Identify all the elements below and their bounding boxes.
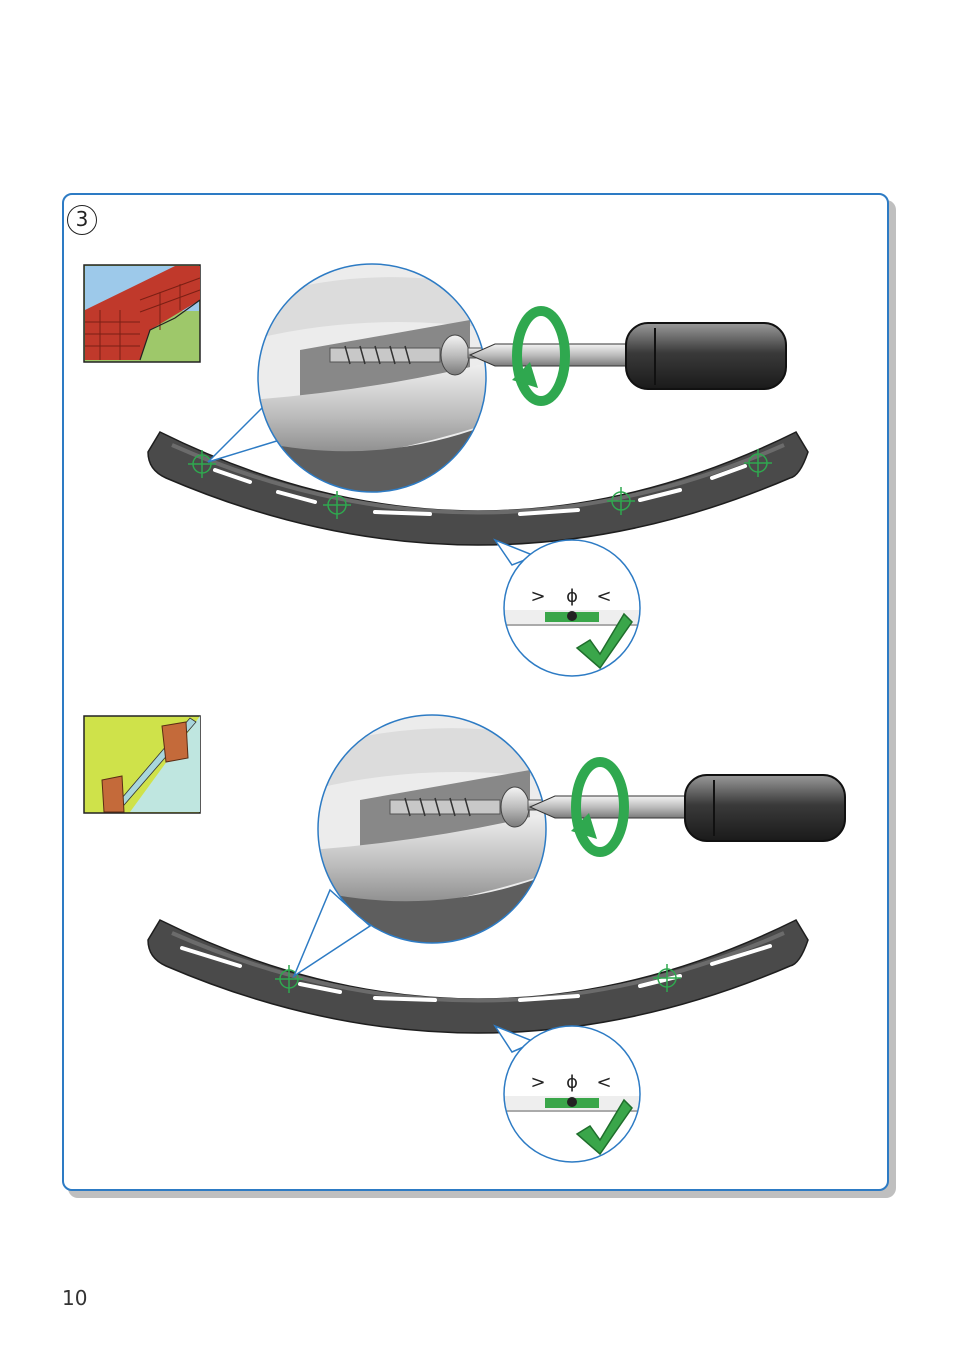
level-left-symbol: > xyxy=(530,1072,545,1093)
page-number: 10 xyxy=(62,1286,87,1310)
screw-zoom-callout xyxy=(294,710,568,976)
level-right-symbol: < xyxy=(596,586,611,607)
level-callout: > ϕ < xyxy=(495,1026,650,1162)
brick-wall-icon xyxy=(84,265,200,362)
level-left-symbol: > xyxy=(530,586,545,607)
level-center-symbol: ϕ xyxy=(566,1072,578,1093)
level-callout: > ϕ < xyxy=(495,540,650,676)
level-right-symbol: < xyxy=(596,1072,611,1093)
level-center-symbol: ϕ xyxy=(566,586,578,607)
stud-wall-icon xyxy=(84,716,200,813)
wall-bracket xyxy=(148,920,808,1033)
screw-zoom-callout xyxy=(208,260,508,500)
